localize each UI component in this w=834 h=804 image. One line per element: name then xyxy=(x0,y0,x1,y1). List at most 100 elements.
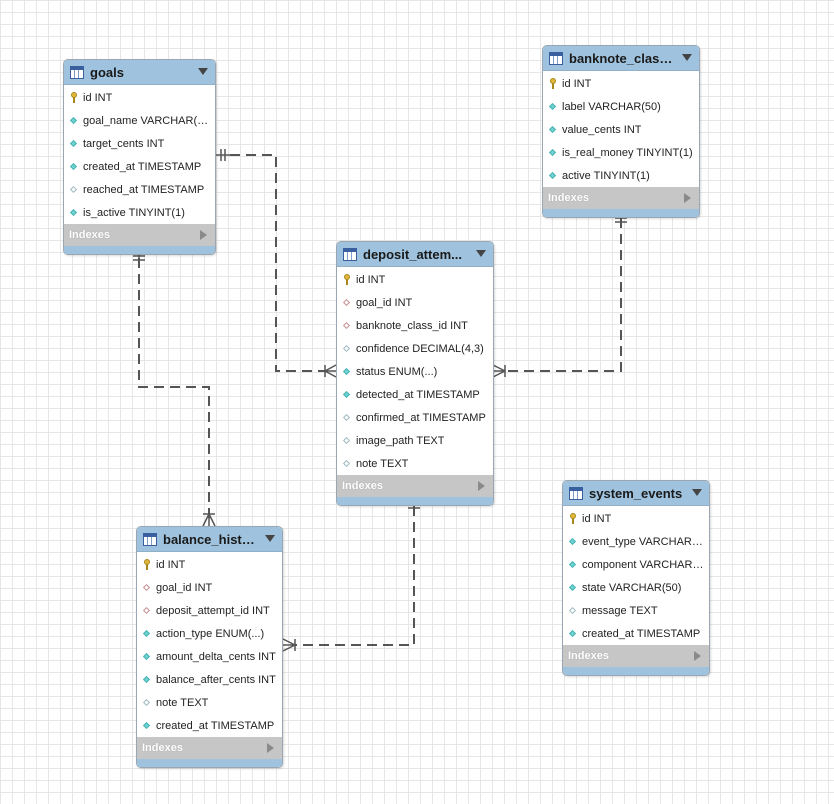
column-row[interactable]: created_at TIMESTAMP xyxy=(64,155,215,178)
hollow-diamond-icon xyxy=(343,437,351,445)
collapse-arrow-icon[interactable] xyxy=(692,489,702,496)
red-diamond-icon xyxy=(143,607,151,615)
cyan-diamond-icon xyxy=(569,561,577,569)
column-label: amount_delta_cents INT xyxy=(156,650,276,663)
column-row[interactable]: status ENUM(...) xyxy=(337,360,493,383)
column-label: label VARCHAR(50) xyxy=(562,100,661,113)
column-row[interactable]: target_cents INT xyxy=(64,132,215,155)
collapse-arrow-icon[interactable] xyxy=(265,535,275,542)
indexes-label: Indexes xyxy=(142,742,183,754)
column-row[interactable]: deposit_attempt_id INT xyxy=(137,599,282,622)
column-row[interactable]: goal_id INT xyxy=(337,291,493,314)
column-row[interactable]: message TEXT xyxy=(563,599,709,622)
rel-goals-deposit-attempts xyxy=(230,154,325,372)
red-diamond-icon xyxy=(343,299,351,307)
column-row[interactable]: component VARCHAR(5... xyxy=(563,553,709,576)
expand-arrow-icon[interactable] xyxy=(694,651,701,661)
column-row[interactable]: is_active TINYINT(1) xyxy=(64,201,215,224)
column-label: note TEXT xyxy=(156,696,209,709)
column-row[interactable]: confidence DECIMAL(4,3) xyxy=(337,337,493,360)
indexes-section[interactable]: Indexes xyxy=(563,645,709,667)
hollow-diamond-icon xyxy=(343,414,351,422)
cyan-diamond-icon xyxy=(143,653,151,661)
table-header[interactable]: system_events xyxy=(563,481,709,506)
many-mark-balance-right xyxy=(282,638,296,652)
hollow-diamond-icon xyxy=(569,607,577,615)
column-row[interactable]: label VARCHAR(50) xyxy=(543,95,699,118)
indexes-section[interactable]: Indexes xyxy=(137,737,282,759)
cyan-diamond-icon xyxy=(549,103,557,111)
table-title: goals xyxy=(90,64,124,80)
column-row[interactable]: id INT xyxy=(563,507,709,530)
indexes-section[interactable]: Indexes xyxy=(64,224,215,246)
table-title: system_events xyxy=(589,485,683,501)
collapse-arrow-icon[interactable] xyxy=(476,250,486,257)
cyan-diamond-icon xyxy=(143,630,151,638)
column-row[interactable]: amount_delta_cents INT xyxy=(137,645,282,668)
collapse-arrow-icon[interactable] xyxy=(682,54,692,61)
column-label: confidence DECIMAL(4,3) xyxy=(356,342,484,355)
column-row[interactable]: balance_after_cents INT xyxy=(137,668,282,691)
cyan-diamond-icon xyxy=(70,117,78,125)
column-label: component VARCHAR(5... xyxy=(582,558,705,571)
hollow-diamond-icon xyxy=(343,460,351,468)
column-list: id INT label VARCHAR(50) value_cents INT is… xyxy=(543,71,699,187)
table-icon xyxy=(343,247,357,261)
indexes-section[interactable]: Indexes xyxy=(337,475,493,497)
table-title: banknote_class... xyxy=(569,50,678,66)
column-label: active TINYINT(1) xyxy=(562,169,650,182)
column-row[interactable]: event_type VARCHAR(5... xyxy=(563,530,709,553)
column-row[interactable]: goal_name VARCHAR(10... xyxy=(64,109,215,132)
many-mark-balance-top xyxy=(202,513,216,527)
expand-arrow-icon[interactable] xyxy=(684,193,691,203)
table-banknote-classes[interactable]: banknote_class...id INT label VARCHAR(50)… xyxy=(542,45,700,218)
cyan-diamond-icon xyxy=(549,126,557,134)
column-row[interactable]: image_path TEXT xyxy=(337,429,493,452)
column-row[interactable]: created_at TIMESTAMP xyxy=(137,714,282,737)
key-icon xyxy=(549,78,557,89)
cyan-diamond-icon xyxy=(70,209,78,217)
column-label: is_real_money TINYINT(1) xyxy=(562,146,693,159)
rel-banknote-deposit-attempts xyxy=(505,218,622,372)
column-row[interactable]: note TEXT xyxy=(337,452,493,475)
table-header[interactable]: goals xyxy=(64,60,215,85)
column-row[interactable]: goal_id INT xyxy=(137,576,282,599)
column-row[interactable]: created_at TIMESTAMP xyxy=(563,622,709,645)
column-label: balance_after_cents INT xyxy=(156,673,276,686)
column-row[interactable]: value_cents INT xyxy=(543,118,699,141)
column-row[interactable]: is_real_money TINYINT(1) xyxy=(543,141,699,164)
cyan-diamond-icon xyxy=(70,163,78,171)
table-footer xyxy=(563,667,709,675)
expand-arrow-icon[interactable] xyxy=(200,230,207,240)
column-row[interactable]: reached_at TIMESTAMP xyxy=(64,178,215,201)
column-label: goal_id INT xyxy=(156,581,213,594)
hollow-diamond-icon xyxy=(143,699,151,707)
indexes-section[interactable]: Indexes xyxy=(543,187,699,209)
expand-arrow-icon[interactable] xyxy=(478,481,485,491)
column-row[interactable]: id INT xyxy=(64,86,215,109)
column-label: target_cents INT xyxy=(83,137,165,150)
column-row[interactable]: state VARCHAR(50) xyxy=(563,576,709,599)
key-icon xyxy=(343,274,351,285)
column-row[interactable]: note TEXT xyxy=(137,691,282,714)
column-row[interactable]: id INT xyxy=(543,72,699,95)
column-row[interactable]: active TINYINT(1) xyxy=(543,164,699,187)
collapse-arrow-icon[interactable] xyxy=(198,68,208,75)
table-header[interactable]: balance_histo... xyxy=(137,527,282,552)
column-row[interactable]: detected_at TIMESTAMP xyxy=(337,383,493,406)
table-footer xyxy=(337,497,493,505)
table-header[interactable]: banknote_class... xyxy=(543,46,699,71)
column-row[interactable]: banknote_class_id INT xyxy=(337,314,493,337)
column-row[interactable]: id INT xyxy=(137,553,282,576)
expand-arrow-icon[interactable] xyxy=(267,743,274,753)
table-header[interactable]: deposit_attem... xyxy=(337,242,493,267)
column-row[interactable]: id INT xyxy=(337,268,493,291)
column-label: status ENUM(...) xyxy=(356,365,438,378)
table-balance-history[interactable]: balance_histo...id INT goal_id INT deposit… xyxy=(136,526,283,768)
column-row[interactable]: confirmed_at TIMESTAMP xyxy=(337,406,493,429)
column-row[interactable]: action_type ENUM(...) xyxy=(137,622,282,645)
